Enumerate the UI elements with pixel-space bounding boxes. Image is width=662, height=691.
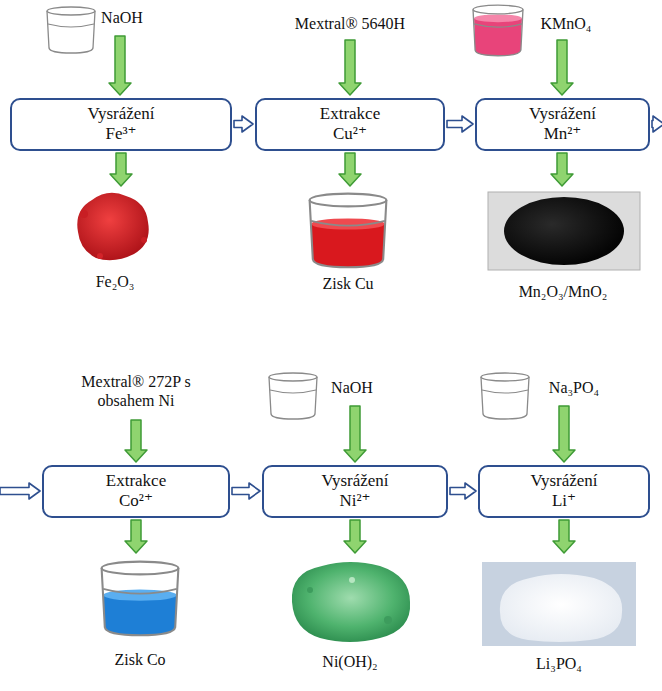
flow-arrow bbox=[447, 116, 473, 132]
reagent-label: Mextral® 272P s obsahem Ni bbox=[78, 372, 194, 410]
process-box: Extrakce Co²⁺ bbox=[42, 465, 230, 518]
product-label: Li₃PO₄ bbox=[489, 654, 629, 673]
box-text: Vysrážení Mn²⁺ bbox=[529, 104, 596, 145]
process-box: Vysrážení Li⁺ bbox=[478, 465, 650, 518]
box-text: Extrakce Co²⁺ bbox=[106, 471, 166, 512]
flow-arrow bbox=[232, 483, 260, 499]
product-label: Fe₂O₃ bbox=[45, 272, 185, 291]
product-label: Zisk Cu bbox=[278, 274, 418, 293]
flow-arrow bbox=[234, 116, 253, 132]
box-text: Vysrážení Fe³⁺ bbox=[87, 104, 154, 145]
process-box: Vysrážení Mn²⁺ bbox=[475, 98, 650, 151]
process-box: Vysrážení Fe³⁺ bbox=[10, 98, 232, 151]
reagent-label: NaOH bbox=[62, 8, 182, 27]
process-box: Extrakce Cu²⁺ bbox=[255, 98, 445, 151]
box-text: Extrakce Cu²⁺ bbox=[320, 104, 380, 145]
product-label: Mn₂O₃/MnO₂ bbox=[483, 282, 643, 301]
box-text: Vysrážení Li⁺ bbox=[530, 471, 597, 512]
reagent-label: NaOH bbox=[297, 378, 407, 397]
box-text: Vysrážení Ni²⁺ bbox=[321, 471, 388, 512]
product-label: Ni(OH)₂ bbox=[280, 652, 420, 671]
reagent-label: KMnO₄ bbox=[506, 14, 626, 33]
product-label: Zisk Co bbox=[70, 650, 210, 669]
process-box: Vysrážení Ni²⁺ bbox=[262, 465, 448, 518]
flow-arrow bbox=[0, 116, 662, 499]
reagent-label: Mextral® 5640H bbox=[260, 14, 440, 33]
reagent-label: Na₃PO₄ bbox=[519, 378, 629, 397]
flow-arrow bbox=[450, 483, 476, 499]
